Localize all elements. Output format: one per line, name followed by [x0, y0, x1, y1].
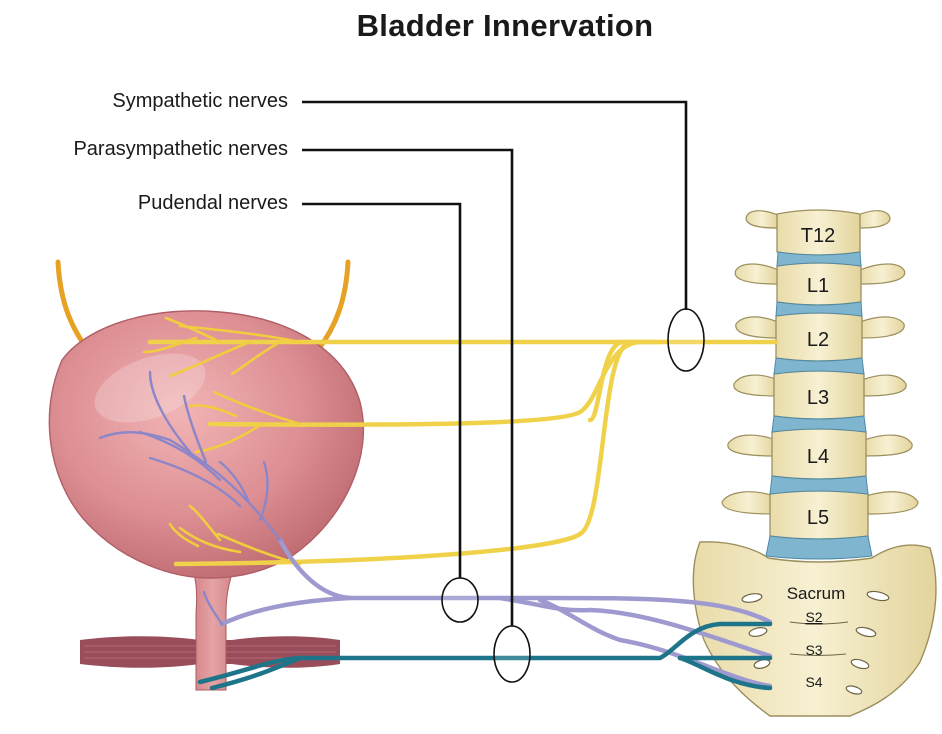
bladder [49, 311, 363, 690]
ganglion-ovals [442, 309, 704, 682]
sacral-segment-s4: S4 [805, 674, 822, 690]
sacrum-label: Sacrum [787, 584, 846, 603]
vertebra-label-l1: L1 [807, 275, 829, 297]
sacral-segment-s3: S3 [805, 642, 822, 658]
leader-lines [302, 102, 686, 626]
sacral-segment-s2: S2 [805, 609, 822, 625]
pudendal-ganglion-oval [442, 578, 478, 622]
vertebra-label-l4: L4 [807, 446, 829, 468]
diagram-title: Bladder Innervation [0, 8, 942, 44]
vertebra-label-t12: T12 [801, 225, 835, 247]
vertebra-label-l3: L3 [807, 387, 829, 409]
vertebra-label-l5: L5 [807, 507, 829, 529]
sympathetic-nerves-label: Sympathetic nerves [112, 90, 288, 113]
parasympathetic-nerves-label: Parasympathetic nerves [73, 138, 288, 161]
parasympathetic-ganglion-oval [494, 626, 530, 682]
vertebra-label-l2: L2 [807, 329, 829, 351]
pudendal-nerves-label: Pudendal nerves [138, 192, 288, 215]
sympathetic-leader-line [302, 102, 686, 310]
sympathetic-ganglion-oval [668, 309, 704, 371]
bladder-body [49, 311, 363, 578]
